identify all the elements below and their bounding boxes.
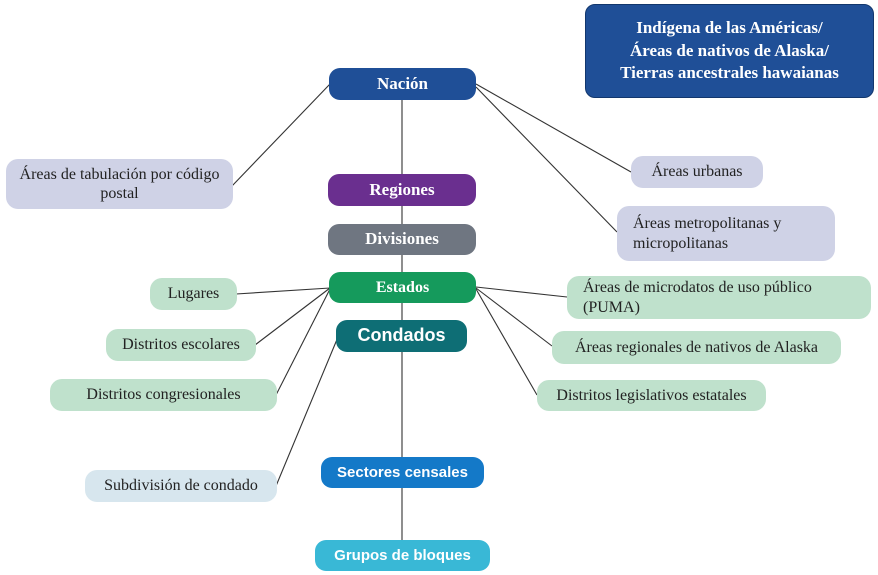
connector-estados-lugares bbox=[235, 287, 331, 295]
node-distritos-legislativos: Distritos legislativos estatales bbox=[537, 380, 766, 411]
connector-nacion-metro bbox=[475, 86, 618, 233]
connector-nacion-urbanas bbox=[475, 83, 632, 173]
connector-estados-alaska bbox=[475, 287, 553, 347]
connector-estados-escolares bbox=[254, 287, 331, 346]
node-distritos-escolares: Distritos escolares bbox=[106, 329, 256, 361]
connector-nacion-zip bbox=[231, 83, 331, 187]
title-line-1: Indígena de las Américas/ bbox=[636, 17, 823, 37]
node-areas-urbanas: Áreas urbanas bbox=[631, 156, 763, 188]
connector-estados-congresionales bbox=[275, 288, 331, 396]
connector-estados-puma bbox=[475, 286, 568, 298]
node-condados: Condados bbox=[336, 320, 467, 352]
node-areas-regionales-alaska: Áreas regionales de nativos de Alaska bbox=[552, 331, 841, 364]
title-line-2: Áreas de nativos de Alaska/ bbox=[630, 40, 829, 60]
node-zip-tabulation: Áreas de tabulación por código postal bbox=[6, 159, 233, 209]
connector-condados-subdivision bbox=[275, 336, 339, 487]
connector-estados-legislativos bbox=[475, 288, 538, 396]
node-puma: Áreas de microdatos de uso público (PUMA… bbox=[567, 276, 871, 319]
title-box: Indígena de las Américas/ Áreas de nativ… bbox=[585, 4, 874, 98]
node-subdivision-condado: Subdivisión de condado bbox=[85, 470, 277, 502]
node-lugares: Lugares bbox=[150, 278, 237, 310]
node-grupos-de-bloques: Grupos de bloques bbox=[315, 540, 490, 571]
node-estados: Estados bbox=[329, 272, 476, 303]
title-line-3: Tierras ancestrales hawaianas bbox=[620, 63, 839, 83]
node-regiones: Regiones bbox=[328, 174, 476, 206]
node-areas-metropolitanas: Áreas metropolitanas y micropolitanas bbox=[617, 206, 835, 261]
node-sectores-censales: Sectores censales bbox=[321, 457, 484, 488]
node-distritos-congresionales: Distritos congresionales bbox=[50, 379, 277, 411]
node-nacion: Nación bbox=[329, 68, 476, 100]
node-divisiones: Divisiones bbox=[328, 224, 476, 255]
